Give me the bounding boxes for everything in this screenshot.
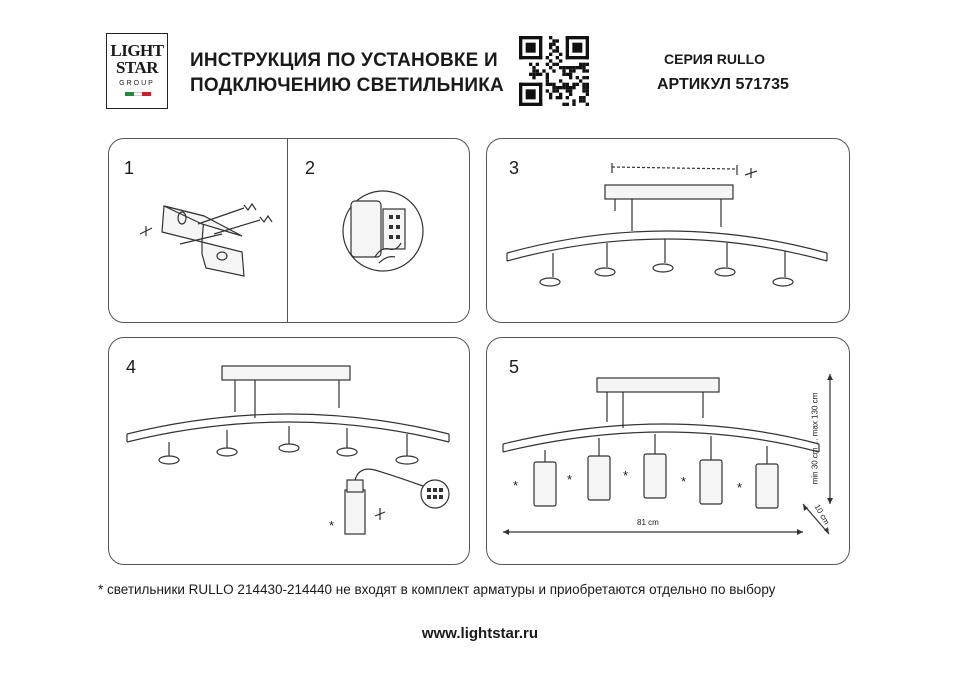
logo-text-star: STAR bbox=[115, 58, 159, 77]
screwdriver-icon bbox=[139, 226, 153, 236]
article-label: АРТИКУЛ 571735 bbox=[657, 76, 789, 93]
page-title: ИНСТРУКЦИЯ ПО УСТАНОВКЕ И ПОДКЛЮЧЕНИЮ СВ… bbox=[190, 48, 504, 98]
dimensions-illustration bbox=[502, 374, 833, 535]
panel-step-4: 4 * bbox=[108, 337, 470, 565]
width-dimension-label: 81 cm bbox=[637, 518, 659, 527]
website-link[interactable]: www.lightstar.ru bbox=[421, 625, 539, 642]
terminal-block-illustration bbox=[342, 190, 424, 272]
panel-steps-1-2: 1 2 bbox=[108, 138, 470, 323]
ceiling-mount-illustration bbox=[506, 163, 828, 287]
step-number-4: 4 bbox=[126, 357, 137, 377]
optional-lamp-marker: * bbox=[329, 518, 335, 533]
height-dimension-label: min 30 cm ... max 130 cm bbox=[810, 392, 820, 485]
title-line-1: ИНСТРУКЦИЯ ПО УСТАНОВКЕ И bbox=[190, 50, 498, 71]
bracket-screws-illustration bbox=[139, 202, 273, 277]
lamp-marker-3: * bbox=[623, 468, 629, 483]
panel-divider bbox=[287, 139, 288, 322]
logo-text-light: LIGHT bbox=[110, 41, 164, 60]
panel-step-3: 3 bbox=[486, 138, 850, 323]
step-number-3: 3 bbox=[509, 158, 520, 178]
screwdriver-icon bbox=[744, 168, 758, 178]
qr-code-icon[interactable] bbox=[519, 36, 589, 106]
title-line-2: ПОДКЛЮЧЕНИЮ СВЕТИЛЬНИКА bbox=[190, 75, 504, 96]
lamp-marker-1: * bbox=[513, 478, 519, 493]
series-label: СЕРИЯ RULLO bbox=[664, 51, 766, 67]
step-number-1: 1 bbox=[124, 158, 135, 178]
step-number-5: 5 bbox=[509, 357, 520, 377]
screwdriver-icon bbox=[374, 508, 386, 520]
lamp-marker-5: * bbox=[737, 480, 743, 495]
footnote-text: * светильники RULLO 214430-214440 не вхо… bbox=[98, 582, 776, 597]
lamp-marker-2: * bbox=[567, 472, 573, 487]
italian-flag-icon bbox=[125, 92, 152, 96]
lamp-marker-4: * bbox=[681, 474, 687, 489]
step-number-2: 2 bbox=[305, 158, 316, 178]
panel-step-5: 5 * * * * * 81 cm min 30 cm ... max 130 … bbox=[486, 337, 850, 565]
brand-logo: LIGHT STAR GROUP bbox=[106, 33, 168, 109]
lamp-connection-illustration bbox=[126, 365, 450, 535]
logo-text-group: GROUP bbox=[119, 80, 155, 87]
